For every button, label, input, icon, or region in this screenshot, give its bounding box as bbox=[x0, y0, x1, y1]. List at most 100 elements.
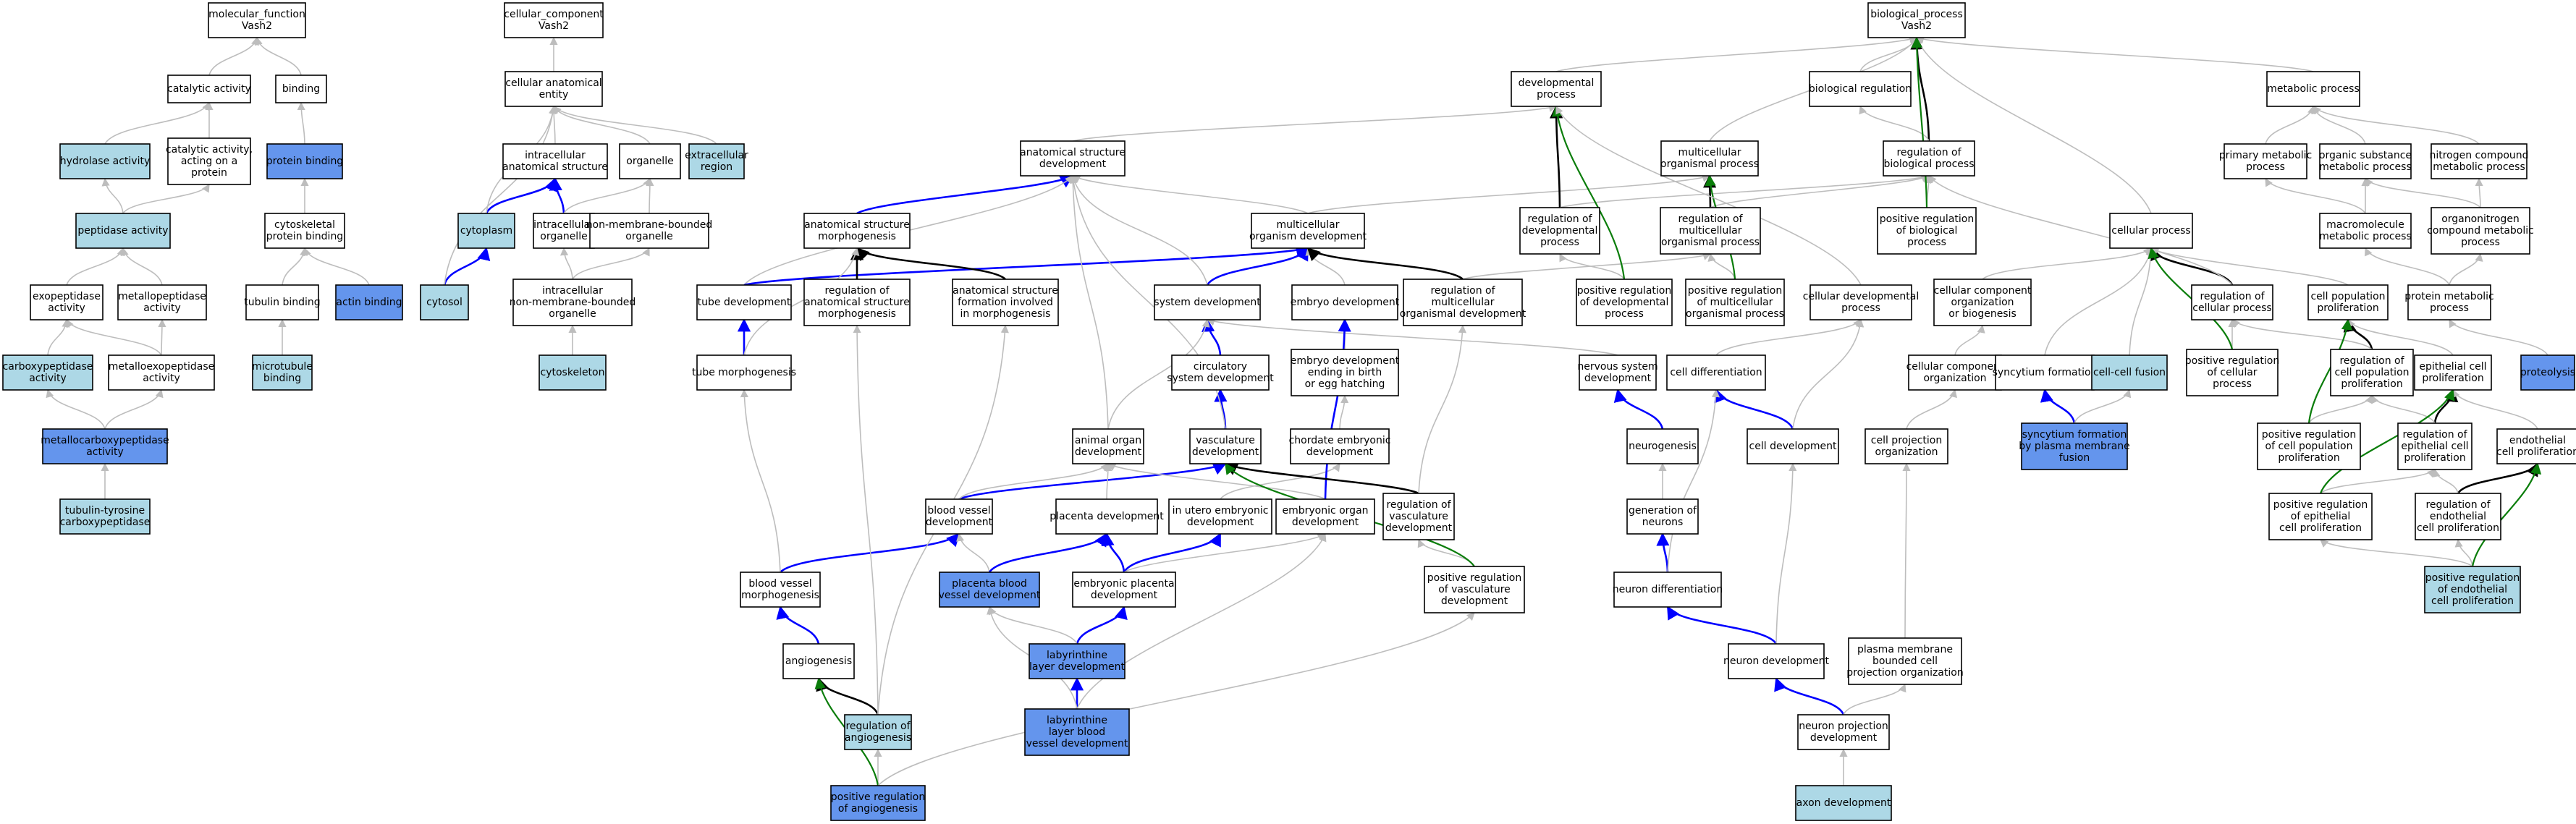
node-peptidase[interactable]: peptidase activity bbox=[75, 213, 171, 249]
node-icnmbo[interactable]: intracellularnon-membrane-boundedorganel… bbox=[510, 279, 636, 326]
node-cytoplasm[interactable]: cytoplasm bbox=[457, 213, 515, 249]
node-cellfusion[interactable]: cell-cell fusion bbox=[2091, 354, 2168, 391]
node-celldiff[interactable]: cell differentiation bbox=[1666, 354, 1766, 391]
node-neurdev[interactable]: neuron development bbox=[1723, 643, 1830, 679]
node-tubedev[interactable]: tube development bbox=[696, 284, 792, 320]
node-sysdev[interactable]: system development bbox=[1154, 284, 1261, 320]
node-hydrolase[interactable]: hydrolase activity bbox=[59, 143, 151, 179]
node-metab[interactable]: metabolic process bbox=[2266, 71, 2360, 107]
node-cytosol[interactable]: cytosol bbox=[420, 284, 469, 320]
node-neurogen[interactable]: neurogenesis bbox=[1626, 428, 1699, 464]
node-protbind[interactable]: protein binding bbox=[266, 143, 343, 179]
node-actin[interactable]: actin binding bbox=[335, 284, 403, 320]
node-tubbind[interactable]: tubulin binding bbox=[244, 284, 321, 320]
node-cytoskel[interactable]: cytoskeleton bbox=[539, 354, 607, 391]
node-binding[interactable]: binding bbox=[275, 75, 327, 103]
node-angio[interactable]: angiogenesis bbox=[782, 643, 855, 679]
node-tubemorph[interactable]: tube morphogenesis bbox=[692, 354, 796, 391]
node-organelle[interactable]: organelle bbox=[619, 143, 681, 179]
node-syncform[interactable]: syncytium formation bbox=[1993, 354, 2098, 391]
node-bioreg[interactable]: biological regulation bbox=[1809, 71, 1912, 107]
node-cellproc[interactable]: cellular process bbox=[2109, 213, 2193, 249]
node-axondev[interactable]: axon development bbox=[1795, 785, 1892, 821]
node-cat[interactable]: catalytic activity bbox=[167, 75, 251, 103]
node-neurdiff[interactable]: neuron differentiation bbox=[1613, 572, 1723, 608]
node-embdev[interactable]: embryo development bbox=[1291, 284, 1400, 320]
node-proteolysis[interactable]: proteolysis bbox=[2520, 354, 2575, 391]
